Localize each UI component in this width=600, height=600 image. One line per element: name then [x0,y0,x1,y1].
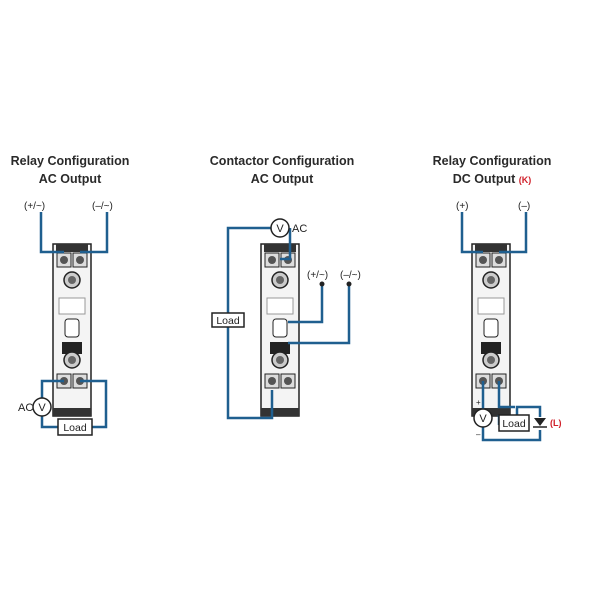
panel3-title-note: (K) [518,175,532,185]
panel2-load-box [211,312,245,328]
panel3-diagram: (+) (–) V + – Load (L) [456,201,562,442]
panel1-load-box [57,418,93,436]
panel2-terminal-right-label: (–/~) [340,270,361,281]
panel3-polarity-plus: + [476,398,481,407]
panel2-terminal-left-label: (+/~) [307,270,328,281]
panel3-title-line2: DC Output (K) [422,170,562,189]
panel2-wire-control-minus [288,284,351,345]
panel3-wire-top-right [499,212,528,254]
panel3-terminal-right-label: (–) [518,201,530,212]
panel3-title-line1: Relay Configuration [432,154,552,168]
panel3-wire-top-left [460,212,483,254]
panel1-title: Relay Configuration AC Output [0,152,140,188]
panel1-wire-bottom-right [80,379,108,429]
panel3-voltmeter-icon [473,408,493,428]
panel1-load-label: Load [63,422,87,434]
panel2-wire-left-loop [226,226,274,420]
panel2-title-line2: AC Output [250,172,314,186]
panel2-voltmeter-icon [270,218,290,238]
panel1-title-line1: Relay Configuration [10,154,130,168]
panel2-load-label: Load [216,315,240,327]
panel1-wire-bottom-left [40,379,64,429]
panel1-wire-top-left [39,212,64,254]
panel2-wire-control-plus [288,284,324,324]
panel3-relay-module [471,243,511,417]
panel3-wire-bottom-left [481,381,542,442]
panel2-diagram: V AC Load (+/~) (–/~) [211,218,361,420]
panel3-load-box [498,414,530,432]
panel1-terminal-right-label: (–/~) [92,201,113,212]
panel3-diode-note: (L) [550,418,562,428]
panel1-relay-module [52,243,92,417]
panel3-polarity-minus: – [476,430,481,439]
panel1-title-line2: AC Output [38,172,102,186]
panel3-title: Relay Configuration DC Output (K) [422,152,562,189]
panel1-wire-top-right [80,212,109,254]
panel3-wire-bottom-right [497,381,515,409]
panel2-title: Contactor Configuration AC Output [196,152,368,188]
panel2-wire-top [280,228,292,261]
panel3-load-label: Load [502,418,526,430]
panel3-title-line2-text: DC Output [452,172,516,186]
panel2-source-label: AC [292,223,307,235]
panel3-diode-icon [534,418,546,426]
panel2-relay-module [260,243,300,417]
panel2-title-line1: Contactor Configuration [209,154,355,168]
panel3-terminal-left-label: (+) [456,201,469,212]
panel1-diagram: (+/~) (–/~) V AC Load [18,201,113,436]
panel2-source-symbol: V [276,223,284,235]
panel1-terminal-left-label: (+/~) [24,201,45,212]
panel1-source-label: AC [18,402,33,414]
panel3-source-symbol: V [479,413,487,425]
panel1-source-symbol: V [38,402,46,414]
panel1-voltmeter-icon [32,397,52,417]
